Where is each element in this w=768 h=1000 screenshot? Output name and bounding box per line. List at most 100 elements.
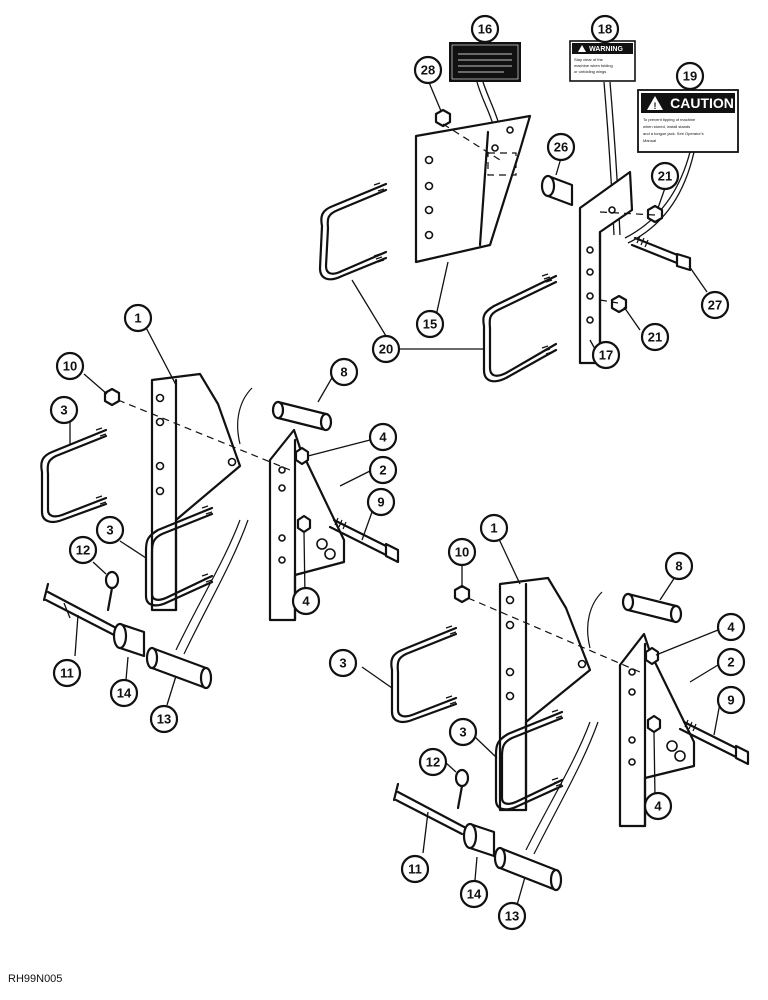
svg-text:18: 18 <box>598 22 612 37</box>
bracket-1-right <box>498 576 592 812</box>
svg-text:9: 9 <box>377 495 384 510</box>
tube-8-left <box>271 400 333 432</box>
svg-text:2: 2 <box>379 463 386 478</box>
svg-text:12: 12 <box>76 543 90 558</box>
callout-8-left: 8 <box>329 357 359 387</box>
nut-4-upper-left <box>294 446 310 466</box>
decal-16 <box>449 42 521 82</box>
svg-text:3: 3 <box>459 725 466 740</box>
tube-8-right <box>621 592 683 624</box>
callout-13-left: 13 <box>149 704 179 734</box>
svg-text:16: 16 <box>478 22 492 37</box>
callout-27: 27 <box>700 290 730 320</box>
svg-text:9: 9 <box>727 693 734 708</box>
svg-text:8: 8 <box>340 365 347 380</box>
warning-decal-header: WARNING <box>589 46 623 53</box>
bushing-14-left <box>112 622 146 658</box>
nut-28 <box>434 108 452 128</box>
svg-text:11: 11 <box>60 666 74 681</box>
svg-text:14: 14 <box>117 686 132 701</box>
callout-9-left: 9 <box>366 487 396 517</box>
caution-decal-line-4: Manual <box>643 138 656 143</box>
u-bolt-20-upper <box>318 182 388 281</box>
svg-text:1: 1 <box>490 521 497 536</box>
caution-decal-line-2: when stored, install stands <box>643 124 690 129</box>
svg-text:10: 10 <box>455 545 469 560</box>
svg-text:20: 20 <box>379 342 393 357</box>
callout-21-top: 21 <box>650 161 680 191</box>
callout-11-left: 11 <box>52 658 82 688</box>
callout-11-right: 11 <box>400 854 430 884</box>
callout-10-left: 10 <box>55 351 85 381</box>
warning-decal-line-2: machine when folding <box>574 63 613 68</box>
callout-10-right: 10 <box>447 537 477 567</box>
callout-8-right: 8 <box>664 551 694 581</box>
tube-13-left <box>145 646 213 690</box>
pin-11-left <box>42 582 122 638</box>
left-assembly <box>40 372 400 690</box>
u-bolt-20-lower <box>482 273 558 383</box>
warning-decal-line-3: or unfolding wings <box>574 69 606 74</box>
svg-text:3: 3 <box>106 523 113 538</box>
nut-4-upper-right <box>644 646 660 666</box>
u-bolt-3-lower-right <box>494 709 564 811</box>
top-assembly: WARNING Stay clear of the machine when f… <box>318 40 739 383</box>
callout-12-right: 12 <box>418 747 448 777</box>
svg-text:4: 4 <box>379 430 387 445</box>
callout-4-lower-left: 4 <box>291 586 321 616</box>
spacer-26 <box>540 174 574 207</box>
callout-26: 26 <box>546 132 576 162</box>
callout-12-left: 12 <box>68 535 98 565</box>
callout-2-left: 2 <box>368 455 398 485</box>
callout-4-upper-right: 4 <box>716 612 746 642</box>
callout-4-lower-right: 4 <box>643 791 673 821</box>
decal-18-warning: WARNING Stay clear of the machine when f… <box>569 40 636 82</box>
callout-14-right: 14 <box>459 879 489 909</box>
svg-text:13: 13 <box>157 712 171 727</box>
svg-text:4: 4 <box>654 799 662 814</box>
bolt-9-left <box>328 517 400 564</box>
figure-code: RH99N005 <box>8 973 63 985</box>
svg-text:4: 4 <box>302 594 310 609</box>
bushing-14-right <box>462 822 496 858</box>
svg-text:14: 14 <box>467 887 482 902</box>
callout-18: 18 <box>590 14 620 44</box>
bracket-15 <box>414 114 532 264</box>
u-bolt-3-lower-left <box>144 505 214 607</box>
nut-4-lower-left <box>296 514 312 534</box>
callout-14-left: 14 <box>109 678 139 708</box>
svg-text:8: 8 <box>675 559 682 574</box>
u-bolt-3-upper-right <box>390 625 458 723</box>
u-bolt-3-upper-left <box>40 427 108 523</box>
bolt-27 <box>630 235 692 272</box>
callout-16: 16 <box>470 14 500 44</box>
svg-text:27: 27 <box>708 298 722 313</box>
callout-28: 28 <box>413 55 443 85</box>
svg-text:3: 3 <box>60 403 67 418</box>
clip-12-left <box>104 570 120 612</box>
caution-decal-line-1: To prevent tipping of machine <box>643 117 696 122</box>
callout-21-lower: 21 <box>640 322 670 352</box>
callout-9-right: 9 <box>716 685 746 715</box>
svg-text:!: ! <box>654 101 657 111</box>
svg-text:21: 21 <box>648 330 662 345</box>
svg-text:11: 11 <box>408 862 422 877</box>
svg-text:19: 19 <box>683 69 697 84</box>
svg-text:26: 26 <box>554 140 568 155</box>
svg-text:3: 3 <box>339 656 346 671</box>
svg-text:15: 15 <box>423 317 437 332</box>
callout-17: 17 <box>591 340 621 370</box>
caution-decal-line-3: and a tongue jack. See Operator's <box>643 131 704 136</box>
bracket-1-left <box>150 372 242 612</box>
bracket-17 <box>578 170 634 365</box>
svg-text:12: 12 <box>426 755 440 770</box>
callout-2-right: 2 <box>716 647 746 677</box>
bolt-9-right <box>678 719 750 766</box>
callout-3-lower-left: 3 <box>95 515 125 545</box>
callout-1-left: 1 <box>123 303 153 333</box>
callout-3-lower-right: 3 <box>448 717 478 747</box>
clip-12-right <box>454 768 470 810</box>
svg-text:10: 10 <box>63 359 77 374</box>
svg-text:21: 21 <box>658 169 672 184</box>
